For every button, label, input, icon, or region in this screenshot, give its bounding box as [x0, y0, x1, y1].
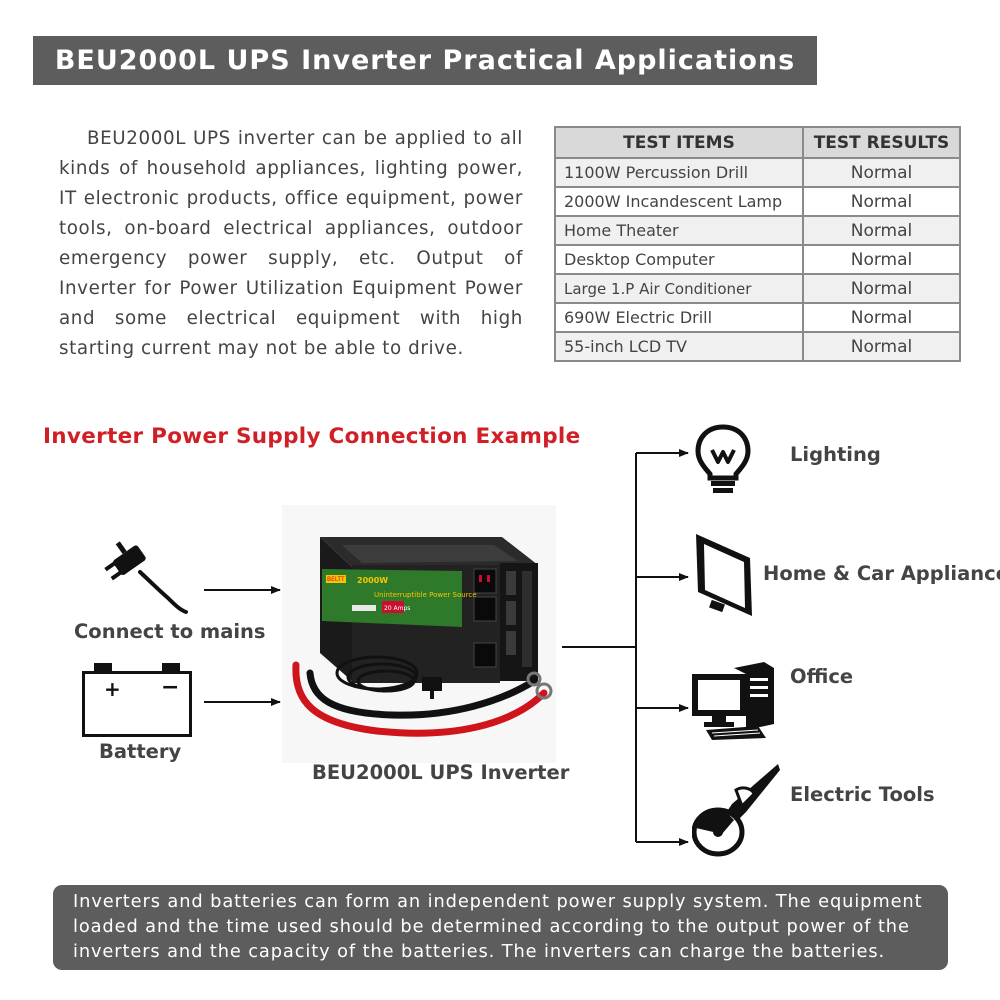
battery-label: Battery: [99, 740, 182, 763]
inverter-panel-text: Uninterruptible Power Source: [374, 591, 477, 599]
inverter-badge: 20 Amps: [384, 605, 410, 612]
inverter-drawing: BELTT 2000W Uninterruptible Power Source…: [292, 537, 553, 737]
test-item: 55-inch LCD TV: [554, 331, 804, 362]
connection-section-title: Inverter Power Supply Connection Example: [43, 424, 581, 449]
inverter-image: BELTT 2000W Uninterruptible Power Source…: [282, 505, 556, 763]
test-result: Normal: [802, 244, 961, 275]
light-bulb-icon: [695, 424, 751, 493]
column-header-results: TEST RESULTS: [802, 126, 961, 159]
angle-grinder-icon: [692, 764, 780, 857]
title-banner: BEU2000L UPS Inverter Practical Applicat…: [33, 36, 817, 85]
test-result: Normal: [802, 302, 961, 333]
monitor-icon: [696, 534, 752, 616]
inverter-brand: BELTT: [327, 576, 345, 583]
battery-minus: −: [161, 675, 180, 700]
footer-note: Inverters and batteries can form an inde…: [53, 885, 948, 970]
test-results-table: TEST ITEMS TEST RESULTS 1100W Percussion…: [554, 126, 961, 362]
mains-label: Connect to mains: [74, 620, 266, 643]
test-item: 2000W Incandescent Lamp: [554, 186, 804, 217]
battery-icon: + −: [82, 663, 192, 737]
mains-plug-icon: [104, 541, 188, 614]
test-result: Normal: [802, 215, 961, 246]
battery-plus: +: [104, 677, 121, 701]
test-item: 1100W Percussion Drill: [554, 157, 804, 188]
page-title: BEU2000L UPS Inverter Practical Applicat…: [54, 45, 796, 76]
footer-text: Inverters and batteries can form an inde…: [73, 891, 923, 962]
test-item: Large 1.P Air Conditioner: [554, 273, 804, 304]
output-label-tools: Electric Tools: [790, 783, 935, 806]
test-item: 690W Electric Drill: [554, 302, 804, 333]
test-item: Desktop Computer: [554, 244, 804, 275]
inverter-model: 2000W: [357, 576, 388, 585]
computer-icon: [692, 662, 774, 740]
output-label-office: Office: [790, 665, 854, 688]
column-header-items: TEST ITEMS: [554, 126, 804, 159]
intro-paragraph: BEU2000L UPS inverter can be applied to …: [59, 128, 523, 359]
test-result: Normal: [802, 157, 961, 188]
inverter-label: BEU2000L UPS Inverter: [312, 761, 570, 784]
test-item: Home Theater: [554, 215, 804, 246]
output-label-lighting: Lighting: [790, 443, 881, 466]
output-label-appliances: Home & Car Appliances: [763, 562, 1000, 585]
test-result: Normal: [802, 273, 961, 304]
test-result: Normal: [802, 186, 961, 217]
test-result: Normal: [802, 331, 961, 362]
table-header-row: TEST ITEMS TEST RESULTS: [554, 126, 961, 159]
